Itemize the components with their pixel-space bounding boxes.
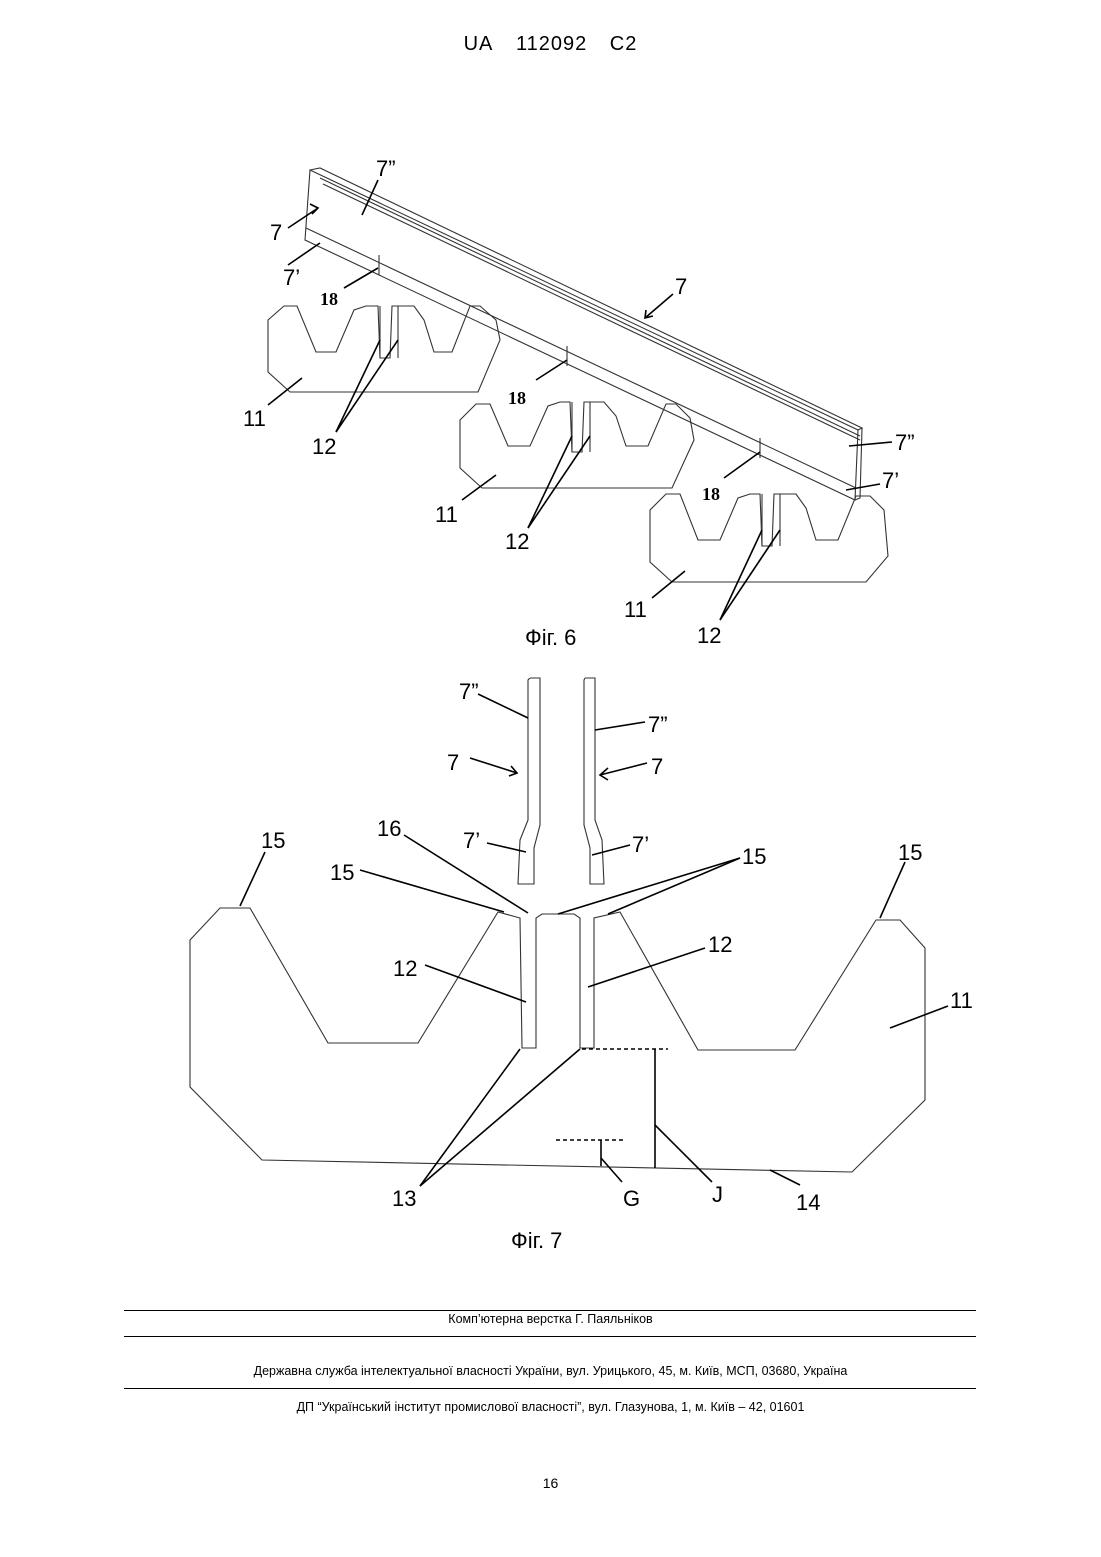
beam-7 — [305, 168, 862, 500]
footer-rule-3 — [124, 1388, 976, 1389]
label-14: 14 — [796, 1190, 820, 1215]
footer-office-address: Державна служба інтелектуальної власност… — [0, 1364, 1101, 1378]
label-15-far-left: 15 — [261, 828, 285, 853]
label-13: 13 — [392, 1186, 416, 1211]
label-7-right: 7 — [675, 274, 687, 299]
label-J: J — [712, 1182, 723, 1207]
label-7dq-right: 7” — [895, 430, 915, 455]
label-15-far-right: 15 — [898, 840, 922, 865]
label-11-top: 11 — [243, 406, 266, 431]
label-12-right: 12 — [708, 932, 732, 957]
patent-drawings: 7 7” 7’ 18 7 18 18 7” 7’ 11 12 11 12 11 … — [0, 0, 1101, 1300]
label-18-right: 18 — [702, 484, 720, 504]
label-7p-right: 7’ — [632, 832, 649, 857]
label-7-left: 7 — [447, 750, 459, 775]
label-18-middle: 18 — [508, 388, 526, 408]
page-number: 16 — [0, 1475, 1101, 1491]
label-7p-left: 7’ — [463, 828, 480, 853]
label-7dq-right: 7” — [648, 712, 668, 737]
footer-institute-address: ДП “Український інститут промислової вла… — [0, 1400, 1101, 1414]
label-7-right: 7 — [651, 754, 663, 779]
plate-7-left — [518, 678, 540, 884]
label-11-middle: 11 — [435, 502, 458, 527]
footer-layout-credit: Комп’ютерна верстка Г. Паяльніков — [0, 1312, 1101, 1326]
footer-rule-2 — [124, 1336, 976, 1337]
label-18-left: 18 — [320, 289, 338, 309]
label-15-center: 15 — [742, 844, 766, 869]
footer-rule-1 — [124, 1310, 976, 1311]
label-11-bottom: 11 — [624, 597, 647, 622]
label-G: G — [623, 1186, 640, 1211]
label-15-left: 15 — [330, 860, 354, 885]
label-7p-left: 7’ — [283, 265, 300, 290]
figure-6: 7 7” 7’ 18 7 18 18 7” 7’ 11 12 11 12 11 … — [243, 156, 915, 650]
fig6-leaders — [268, 180, 892, 620]
label-12-bottom: 12 — [697, 623, 721, 648]
figure-7-caption: Фіг. 7 — [511, 1228, 562, 1253]
label-7dq-left: 7” — [459, 679, 479, 704]
label-7dq-top: 7” — [376, 156, 396, 181]
figure-6-caption: Фіг. 6 — [525, 625, 576, 650]
bracket-11-top — [268, 306, 500, 392]
label-11: 11 — [950, 988, 973, 1013]
label-7-left: 7 — [270, 220, 282, 245]
bracket-11-bottom — [650, 494, 888, 582]
bracket-11-profile — [190, 908, 925, 1172]
label-16: 16 — [377, 816, 401, 841]
label-12-top: 12 — [312, 434, 336, 459]
label-12-left: 12 — [393, 956, 417, 981]
label-7p-right: 7’ — [882, 468, 899, 493]
label-12-middle: 12 — [505, 529, 529, 554]
figure-7: 7” 7” 7 7 7’ 7’ 16 15 15 15 15 12 12 11 … — [190, 678, 973, 1253]
